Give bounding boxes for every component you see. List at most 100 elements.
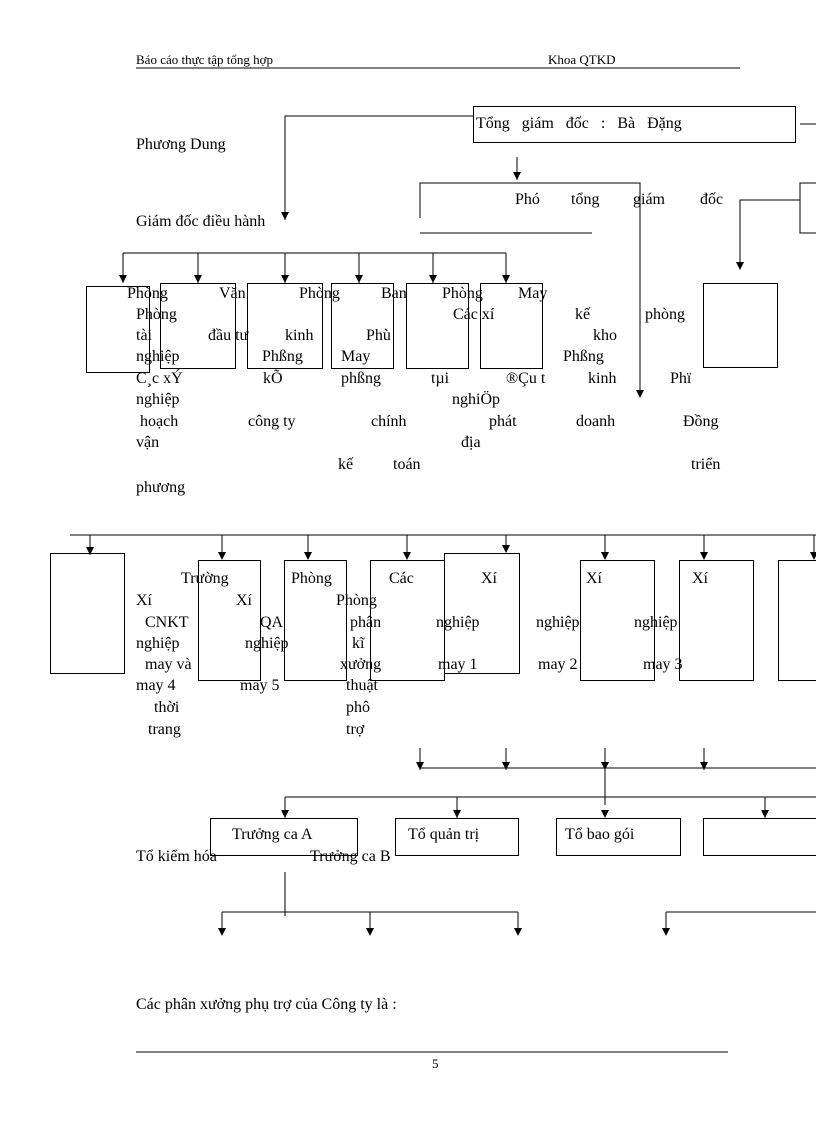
arrowhead-icon: [453, 810, 461, 818]
chart-word: C¸c xÝ: [136, 370, 183, 387]
arrowhead-icon: [416, 762, 424, 770]
chart-word: may 4: [136, 677, 176, 694]
deputy-word: giám: [633, 191, 665, 208]
chart-word: nghiÖp: [452, 391, 500, 408]
team-label: Tổ quản trị: [408, 826, 480, 843]
arrowhead-icon: [281, 810, 289, 818]
chart-word: Các xí: [453, 306, 495, 323]
chart-word: Phòng: [299, 285, 340, 302]
chart-word: hoạch: [140, 413, 179, 430]
chart-word: vận: [136, 434, 160, 451]
arrowhead-icon: [119, 275, 127, 283]
chart-word: công ty: [248, 413, 296, 430]
chart-word: Đồng: [683, 413, 719, 430]
chart-word: tài: [136, 327, 152, 344]
chart-word: kÕ: [263, 370, 283, 387]
chart-word: nghiệp: [436, 614, 480, 631]
chart-word: kinh: [588, 370, 617, 387]
arrowhead-icon: [514, 928, 522, 936]
ceo-box: [473, 106, 796, 143]
chart-word: trợ: [346, 721, 365, 738]
arrowhead-icon: [366, 928, 374, 936]
chart-word: xưởng: [340, 656, 382, 673]
chart-word: Phòng: [127, 285, 168, 302]
arrowhead-icon: [218, 928, 226, 936]
chart-word: Phòng: [291, 570, 332, 587]
chart-word: Phòng: [136, 306, 177, 323]
chart-word: tµi: [431, 370, 450, 387]
chart-word: nghiệp: [136, 391, 180, 408]
arrowhead-icon: [502, 275, 510, 283]
chart-word: đầu tư: [208, 327, 249, 344]
chart-word: kinh: [285, 327, 314, 344]
chart-word: ®Çu t: [506, 370, 546, 387]
arrowhead-icon: [218, 552, 226, 560]
deputy-word: tổng: [571, 191, 600, 208]
chart-word: Các: [389, 570, 414, 587]
chart-word: phát: [489, 413, 517, 430]
chart-word: Phù: [366, 327, 391, 344]
chart-word: phân: [350, 614, 382, 631]
arrowhead-icon: [429, 275, 437, 283]
chart-word: Phßng: [262, 348, 303, 365]
chart-word: địa: [461, 434, 481, 451]
arrowhead-icon: [636, 390, 644, 398]
arrowhead-icon: [281, 212, 289, 220]
chart-word: Phòng: [442, 285, 483, 302]
team-label: Tổ kiểm hóa: [136, 848, 217, 865]
chart-word: triển: [691, 456, 721, 473]
chart-word: Xí: [692, 570, 708, 587]
arrowhead-icon: [761, 810, 769, 818]
team-label: Tổ bao gói: [565, 826, 635, 843]
chart-word: toán: [393, 456, 421, 473]
deputy-word: đốc: [700, 191, 724, 208]
chart-word: may và: [145, 656, 192, 673]
chart-word: nghiệp: [136, 348, 180, 365]
arrowhead-icon: [281, 275, 289, 283]
header-department: Khoa QTKD: [548, 52, 616, 67]
ceo-name-cont: Phương Dung: [136, 136, 226, 153]
chart-word: phương: [136, 479, 186, 496]
chart-word: May: [518, 285, 548, 302]
ceo-label: Tổng giám đốc : Bà Đặng: [476, 115, 682, 132]
chart-word: phßng: [341, 370, 381, 387]
arrowhead-icon: [601, 762, 609, 770]
chart-word: Xí: [236, 592, 252, 609]
chart-word: thời: [154, 699, 180, 716]
chart-word: may 3: [643, 656, 683, 673]
arrowhead-icon: [502, 762, 510, 770]
arrowhead-icon: [810, 552, 816, 560]
arrowhead-icon: [601, 552, 609, 560]
chart-word: chính: [371, 413, 407, 430]
arrowhead-icon: [700, 762, 708, 770]
chart-word: kĩ: [352, 635, 365, 652]
chart-word: CNKT: [145, 614, 189, 631]
chart-word: may 5: [240, 677, 280, 694]
body-paragraph: Các phân xưởng phụ trợ của Công ty là :: [136, 996, 397, 1013]
deputy-word: Phó: [515, 191, 540, 208]
chart-word: QA: [260, 614, 284, 631]
chart-word: nghiệp: [634, 614, 678, 631]
exec-director-label: Giám đốc điều hành: [136, 213, 266, 230]
chart-word: Xí: [481, 570, 497, 587]
arrowhead-icon: [700, 552, 708, 560]
team-label: Trưởng ca A: [232, 826, 313, 843]
chart-word: trang: [148, 721, 181, 738]
chart-word: Trường: [181, 570, 229, 587]
arrowhead-icon: [355, 275, 363, 283]
arrowhead-icon: [403, 552, 411, 560]
chart-word: phô: [346, 699, 370, 716]
chart-word: Phßng: [563, 348, 604, 365]
page-number: 5: [432, 1056, 439, 1071]
chart-word: phòng: [645, 306, 685, 323]
arrowhead-icon: [601, 810, 609, 818]
arrowhead-icon: [736, 262, 744, 270]
chart-word: may 2: [538, 656, 578, 673]
chart-word: May: [341, 348, 371, 365]
chart-word: thuật: [346, 677, 378, 694]
arrowhead-icon: [662, 928, 670, 936]
chart-word: Xí: [586, 570, 602, 587]
chart-word: Ban: [381, 285, 407, 302]
chart-word: Phï: [670, 370, 692, 387]
